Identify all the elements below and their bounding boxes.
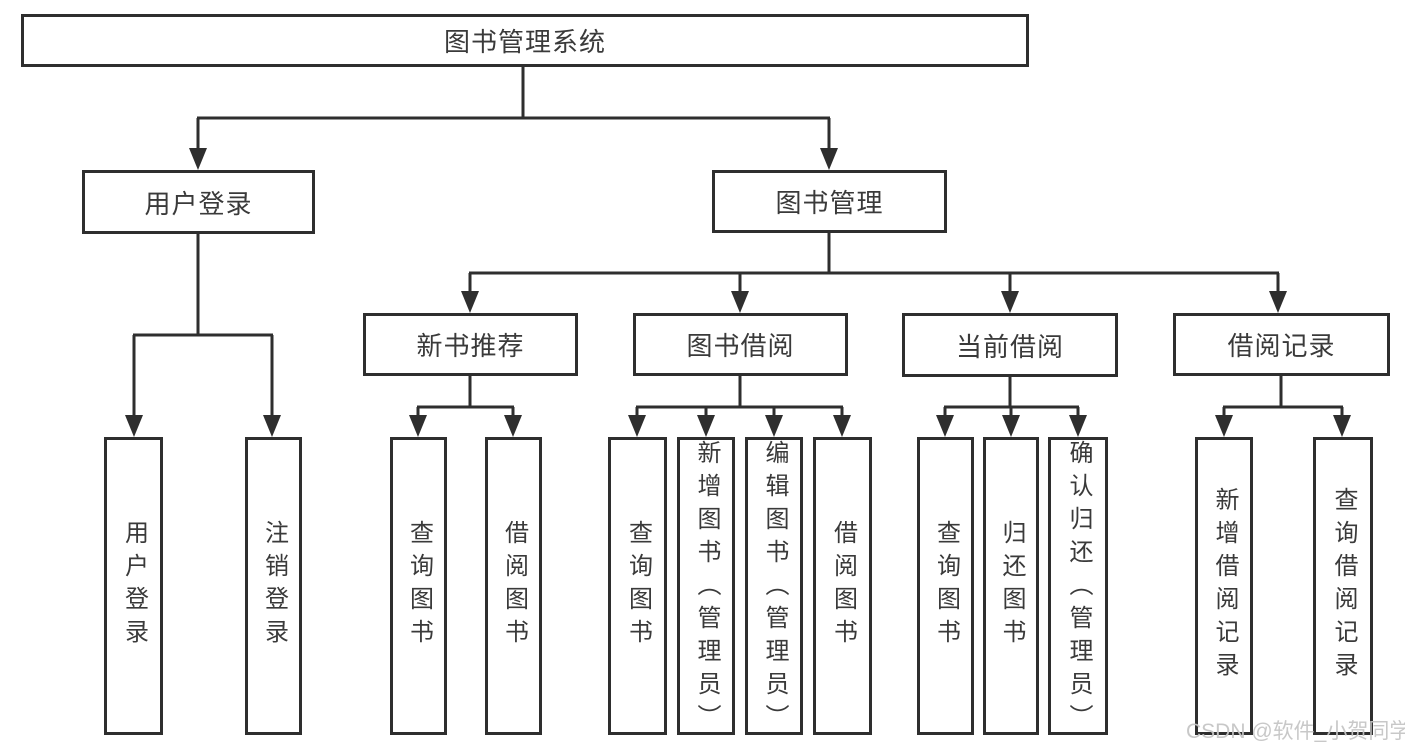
node-label: 图书借阅 [686,331,795,361]
leaf-label: 新增借阅记录 [1211,487,1238,685]
node-borrowing-records: 借阅记录 [1173,313,1390,376]
leaf-add-books-admin: 新增图书（管理员） [677,437,735,737]
node-label: 图书管理系统 [443,27,606,57]
node-label: 当前借阅 [955,331,1064,362]
node-current-borrowing: 当前借阅 [902,313,1118,377]
node-book-borrowing: 图书借阅 [633,313,848,376]
leaf-borrow-books: 借阅图书 [813,437,872,735]
node-label: 借阅记录 [1227,331,1336,361]
leaf-query-books: 查询图书 [917,437,974,735]
leaf-confirm-return-admin: 确认归还（管理员） [1048,437,1108,737]
leaf-label: 注销登录 [260,520,288,652]
leaf-add-borrow-record: 新增借阅记录 [1195,437,1253,735]
leaf-logout: 注销登录 [245,437,302,735]
node-label: 新书推荐 [416,331,525,361]
leaf-return-books: 归还图书 [983,437,1039,735]
node-user-login: 用户登录 [82,170,315,234]
leaf-label: 借阅图书 [829,520,857,652]
leaf-query-books: 查询图书 [390,437,447,735]
leaf-label: 确认归还（管理员） [1065,440,1092,737]
leaf-label: 查询借阅记录 [1330,487,1357,685]
leaf-label: 查询图书 [932,520,960,652]
leaf-borrow-books: 借阅图书 [485,437,542,735]
node-new-book-recommendation: 新书推荐 [363,313,578,376]
leaf-label: 编辑图书（管理员） [761,440,788,737]
leaf-edit-books-admin: 编辑图书（管理员） [745,437,803,737]
leaf-label: 新增图书（管理员） [693,440,720,737]
leaf-query-books: 查询图书 [608,437,667,735]
leaf-query-borrow-record: 查询借阅记录 [1313,437,1373,735]
node-label: 用户登录 [144,188,253,219]
leaf-user-login: 用户登录 [104,437,163,735]
node-library-management-system: 图书管理系统 [21,14,1029,67]
leaf-label: 查询图书 [405,520,433,652]
leaf-label: 归还图书 [998,520,1025,652]
leaf-label: 用户登录 [120,520,148,652]
leaf-label: 查询图书 [624,520,652,652]
csdn-watermark: CSDN @软件_小贺同学 [1186,720,1405,743]
node-book-management: 图书管理 [712,170,947,233]
leaf-label: 借阅图书 [500,520,528,652]
node-label: 图书管理 [775,188,884,218]
